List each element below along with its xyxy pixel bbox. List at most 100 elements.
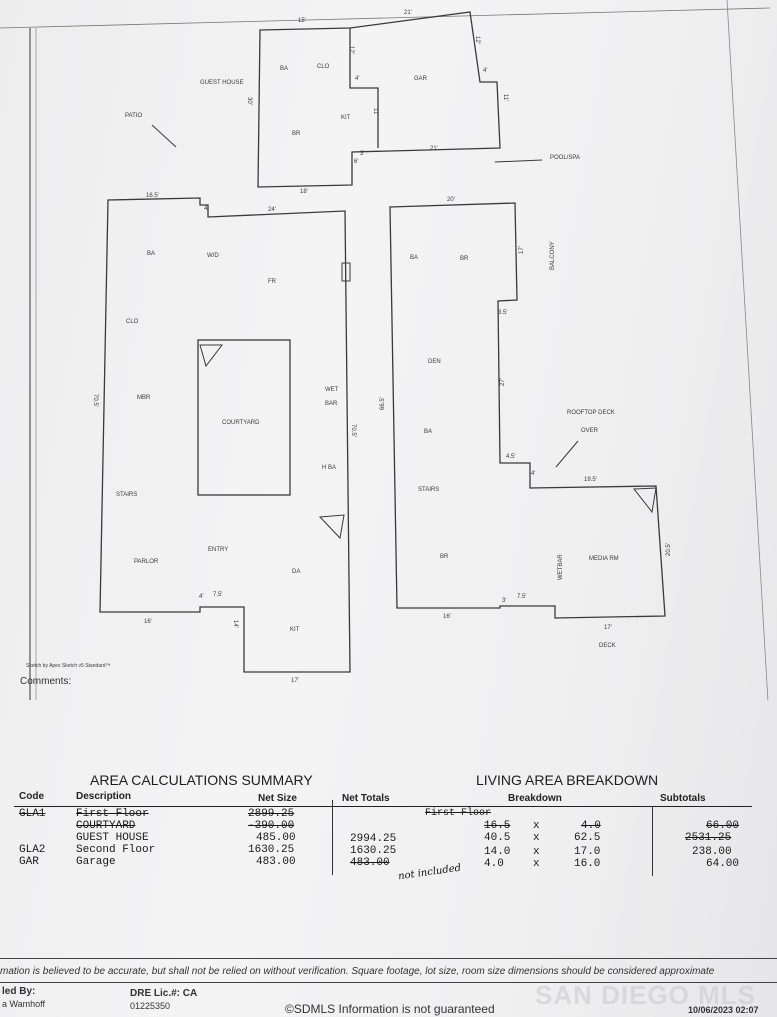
- dimension: 3': [360, 151, 364, 157]
- breakdown-x: x: [533, 858, 540, 870]
- dimension: 70.5': [92, 394, 98, 407]
- breakdown-x: x: [533, 846, 540, 858]
- dimension: 21': [430, 146, 438, 152]
- dre-number: 01225350: [130, 1001, 171, 1011]
- dimension: 11': [502, 94, 508, 101]
- dimension: 70.5': [350, 424, 356, 437]
- column-net-size: Net Size: [258, 793, 297, 804]
- column-divider: [332, 800, 333, 875]
- breakdown-b: 62.5: [574, 832, 601, 844]
- dimension: 7.5': [517, 594, 527, 600]
- dimension: 16': [443, 614, 451, 620]
- patio-label: PATIO: [125, 113, 142, 119]
- breakdown-b: 17.0: [574, 846, 601, 858]
- footer-rule: [0, 958, 777, 959]
- prepared-by-name: a Wamhoff: [2, 999, 46, 1009]
- row-description: COURTYARD: [76, 820, 136, 832]
- room-label: MEDIA RM: [589, 556, 619, 562]
- row-net-size: 485.00: [256, 832, 296, 844]
- room-label: GAR: [414, 76, 428, 82]
- room-label: BR: [292, 131, 301, 137]
- row-code: GLA2: [19, 844, 46, 856]
- dimension: 4': [483, 68, 487, 74]
- breakdown-b: 16.0: [574, 858, 601, 870]
- dimension: 16.5': [146, 193, 159, 199]
- section-label: First Floor: [425, 808, 492, 819]
- row-net-size: -390.00: [248, 820, 295, 832]
- dimension: 27': [500, 378, 506, 386]
- dimension: 20.5': [666, 543, 672, 556]
- table-rule: [14, 806, 419, 807]
- guest-house-plan: GUEST HOUSE BA CLO BR KIT GAR 15' 21' 12…: [200, 10, 508, 195]
- dimension: 16': [144, 619, 152, 625]
- room-label: BR: [460, 256, 469, 262]
- room-label: ROOFTOP DECK: [567, 410, 615, 416]
- room-label: DEN: [428, 359, 441, 365]
- comments-label: Comments:: [20, 676, 72, 687]
- disclaimer: mation is believed to be accurate, but s…: [0, 966, 715, 977]
- row-net-total: 483.00: [350, 857, 390, 869]
- room-label: KIT: [290, 627, 300, 633]
- subtotal: 64.00: [706, 858, 740, 870]
- dimension: 12': [348, 46, 354, 54]
- column-subtotals: Subtotals: [660, 793, 706, 804]
- breakdown-b: 4.0: [581, 820, 601, 832]
- dimension: 24': [268, 207, 276, 213]
- row-description: Second Floor: [76, 844, 156, 856]
- column-description: Description: [76, 791, 132, 802]
- column-net-totals: Net Totals: [342, 793, 390, 804]
- row-net-total: 1630.25: [350, 845, 397, 857]
- room-label: CLO: [317, 64, 330, 70]
- copyright: ©SDMLS Information is not guaranteed: [285, 1002, 495, 1016]
- dimension: 30': [246, 97, 252, 105]
- row-description: GUEST HOUSE: [76, 832, 149, 844]
- dimension: 11': [372, 108, 378, 115]
- dimension: 18': [300, 189, 308, 195]
- row-code: GAR: [19, 856, 39, 868]
- dimension: 12': [474, 36, 480, 44]
- dimension: 6': [354, 159, 358, 165]
- dimension: 17': [604, 625, 612, 631]
- watermark-logo: SAN DIEGO MLS: [535, 980, 757, 1010]
- dimension: 4': [204, 206, 208, 212]
- breakdown-a: 14.0: [484, 846, 511, 858]
- room-label: COURTYARD: [222, 420, 260, 426]
- breakdown-a: 4.0: [484, 858, 504, 870]
- dimension: 20': [447, 197, 455, 203]
- room-label: KIT: [341, 115, 351, 121]
- row-net-size: 483.00: [256, 856, 296, 868]
- dimension: 4': [199, 594, 203, 600]
- column-breakdown: Breakdown: [508, 793, 562, 804]
- room-label: DA: [292, 569, 300, 575]
- subtotal: 2531.25: [685, 832, 732, 844]
- row-description: Garage: [76, 856, 116, 868]
- prepared-by-label: led By:: [2, 986, 36, 997]
- floor-plan-sketch: GUEST HOUSE BA CLO BR KIT GAR 15' 21' 12…: [0, 0, 771, 700]
- dimension: 66.5': [380, 397, 386, 410]
- dimension: 4': [355, 76, 359, 82]
- column-code: Code: [19, 791, 44, 802]
- row-code: GLA1: [19, 808, 46, 820]
- room-label: STAIRS: [116, 492, 137, 498]
- second-floor-plan: BA BR BALCONY DEN BA STAIRS BR WETBAR ME…: [380, 197, 672, 649]
- dimension: 17': [519, 246, 525, 254]
- dimension: 4.5': [506, 454, 516, 460]
- room-label: ENTRY: [208, 547, 228, 553]
- room-label: BA: [424, 429, 432, 435]
- first-floor-plan: BA W/D FR CLO MBR COURTYARD WET BAR H BA…: [92, 193, 356, 684]
- print-date: 10/06/2023 02:07: [688, 1005, 759, 1015]
- room-label: DECK: [599, 643, 616, 649]
- dre-label: DRE Lic.#: CA: [130, 988, 198, 999]
- breakdown-x: x: [533, 832, 540, 844]
- room-label: CLO: [126, 319, 139, 325]
- room-label: W/D: [207, 253, 219, 259]
- room-label: MBR: [137, 395, 151, 401]
- living-area-title: LIVING AREA BREAKDOWN: [476, 772, 659, 788]
- breakdown-x: x: [533, 820, 540, 832]
- room-label: BA: [280, 66, 288, 72]
- dimension: 3.5': [498, 310, 508, 316]
- row-description: First Floor: [76, 808, 149, 820]
- room-label: BAR: [325, 401, 338, 407]
- subtotal: 66.00: [706, 820, 740, 832]
